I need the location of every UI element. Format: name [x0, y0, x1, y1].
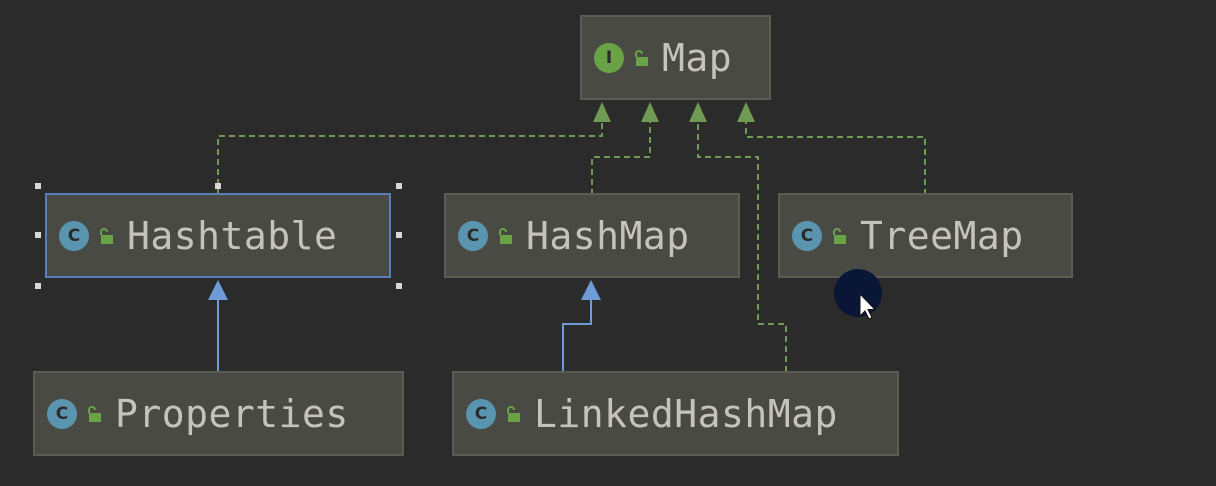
- edge-treemap-implements-map: [745, 120, 926, 195]
- arrowhead-hashmap: [581, 280, 601, 300]
- edge-hashtable-implements-map: [217, 120, 603, 195]
- class-c-icon: C: [47, 398, 77, 429]
- selection-handle-top-left[interactable]: [35, 183, 41, 189]
- node-label-properties: Properties: [115, 391, 349, 436]
- unlock-icon: [88, 405, 101, 422]
- node-hashmap[interactable]: C HashMap: [444, 193, 740, 278]
- edge-linkedhashmap-implements-map: [697, 120, 787, 372]
- node-label-map: Map: [662, 35, 733, 80]
- unlock-icon: [507, 405, 520, 422]
- node-hashtable[interactable]: C Hashtable: [45, 193, 391, 278]
- class-c-icon: C: [466, 398, 496, 429]
- node-treemap[interactable]: C TreeMap: [778, 193, 1073, 278]
- edge-hashmap-implements-map: [591, 120, 651, 195]
- selection-handle-top-center[interactable]: [215, 183, 221, 189]
- selection-handle-middle-right[interactable]: [396, 232, 402, 238]
- node-label-treemap: TreeMap: [860, 213, 1024, 258]
- mouse-cursor-icon: [834, 269, 882, 320]
- node-linkedhashmap[interactable]: C LinkedHashMap: [452, 371, 899, 456]
- selection-handle-bottom-right[interactable]: [396, 283, 402, 289]
- unlock-icon: [100, 227, 113, 244]
- selection-handle-top-right[interactable]: [396, 183, 402, 189]
- class-c-icon: C: [59, 220, 89, 251]
- selection-handle-bottom-left[interactable]: [35, 283, 41, 289]
- node-label-hashtable: Hashtable: [127, 213, 338, 258]
- node-properties[interactable]: C Properties: [33, 371, 404, 456]
- class-c-icon: C: [792, 220, 822, 251]
- class-c-icon: C: [458, 220, 488, 251]
- interface-i-icon: I: [594, 42, 624, 73]
- arrowhead-map-4: [737, 102, 755, 122]
- selection-handle-middle-left[interactable]: [35, 232, 41, 238]
- node-map[interactable]: I Map: [580, 15, 771, 100]
- unlock-icon: [499, 227, 512, 244]
- edge-linkedhashmap-extends-hashmap: [562, 298, 592, 372]
- unlock-icon: [833, 227, 846, 244]
- arrowhead-map-3: [689, 102, 707, 122]
- unlock-icon: [635, 49, 648, 66]
- arrowhead-map-1: [593, 102, 611, 122]
- node-label-hashmap: HashMap: [526, 213, 690, 258]
- node-label-linkedhashmap: LinkedHashMap: [534, 391, 838, 436]
- arrowhead-hashtable: [208, 280, 228, 300]
- arrowhead-map-2: [641, 102, 659, 122]
